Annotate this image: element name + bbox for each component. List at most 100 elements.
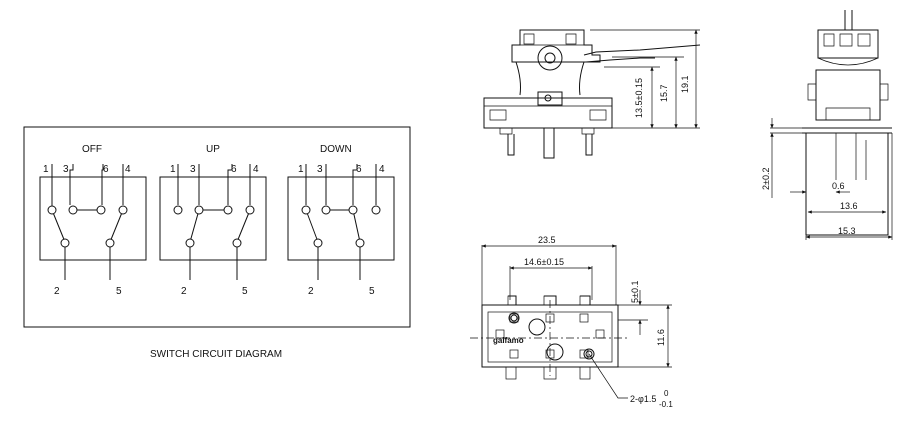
pin-label: 6 (231, 164, 237, 175)
panel-up: UP 1 3 6 4 2 5 (159, 144, 267, 297)
panel-title: DOWN (320, 144, 352, 155)
pin-label: 2 (181, 286, 187, 297)
wiring (177, 164, 251, 211)
contact-node (355, 238, 365, 248)
contact-arm (189, 209, 200, 243)
center-lines (470, 300, 630, 376)
peg-hole (510, 314, 518, 322)
circuit-diagram: OFF 1 3 6 4 2 5 UP 1 3 6 4 2 (23, 126, 411, 360)
contact-node (321, 205, 331, 215)
terminal-tab (579, 366, 591, 380)
hole-callout: 2-φ1.5 (630, 394, 656, 404)
dim-label: 15.7 (659, 84, 669, 102)
contact-node (245, 205, 255, 215)
mount-hole (546, 343, 564, 361)
dim-label: 23.5 (538, 235, 556, 245)
contact-node (60, 238, 70, 248)
base-housing (483, 97, 613, 129)
terminal-hole (579, 313, 589, 323)
peg-ring (508, 312, 520, 324)
side-inner-lines (835, 133, 867, 180)
top-housing (511, 29, 601, 63)
pin-label: 6 (103, 164, 109, 175)
actuator-hub (537, 45, 563, 71)
side-actuator (844, 10, 853, 30)
contact-node (118, 205, 128, 215)
extension-lines (481, 245, 617, 305)
hole-tol-upper: 0 (664, 389, 669, 398)
circuit-frame (23, 126, 411, 328)
contact-node (105, 238, 115, 248)
body-curves (515, 61, 585, 96)
panel-box (159, 176, 267, 261)
panel-off: OFF 1 3 6 4 2 5 (39, 144, 147, 297)
dim-label: 0.6 (832, 181, 845, 191)
bottom-view: 23.5 14.6±0.15 gaifamo (470, 235, 673, 409)
panel-box (287, 176, 395, 261)
contact-arm (352, 209, 361, 243)
panel-box (39, 176, 147, 261)
base-details (484, 105, 612, 135)
contact-node (223, 205, 233, 215)
contact-node (313, 238, 323, 248)
peg-hole (585, 350, 593, 358)
extension-lines (805, 133, 893, 240)
dim-label: 13.6 (840, 201, 858, 211)
contact-node (194, 205, 204, 215)
pin-label: 1 (43, 164, 49, 175)
contact-arm (51, 209, 66, 243)
pin-label: 4 (253, 164, 259, 175)
leads (64, 244, 111, 280)
contact-arm (236, 209, 251, 243)
pin-label: 2 (308, 286, 314, 297)
contact-node (371, 205, 381, 215)
extension-lines (600, 304, 672, 368)
lever-bottom (585, 57, 655, 63)
dim-label: 13.5±0.15 (634, 78, 644, 118)
front-view: 13.5±0.15 15.7 19.1 (483, 29, 701, 159)
center-block (537, 91, 563, 106)
terminal-hole (495, 329, 505, 339)
contact-node (173, 205, 183, 215)
wiring (305, 164, 377, 211)
pin-label: 2 (54, 286, 60, 297)
pin-label: 5 (116, 286, 122, 297)
side-top-details (817, 33, 879, 66)
dim-label: 2±0.2 (761, 168, 771, 190)
pin-label: 4 (125, 164, 131, 175)
pin-label: 1 (170, 164, 176, 175)
panel-down: DOWN 1 3 6 4 2 5 (287, 144, 395, 297)
terminal-hole (509, 349, 519, 359)
pin-label: 3 (317, 164, 323, 175)
contact-node (185, 238, 195, 248)
dim-label: 14.6±0.15 (524, 257, 564, 267)
dim-label: 19.1 (680, 75, 690, 93)
pin-label: 5 (242, 286, 248, 297)
side-view: 2±0.2 0.6 13.6 15.3 (761, 10, 893, 240)
terminal-tab (579, 295, 591, 306)
contact-arm (109, 209, 124, 243)
terminal-tab (507, 295, 517, 306)
extension-lines (770, 127, 802, 134)
side-frame (802, 127, 892, 236)
terminal-hole (509, 313, 519, 323)
panel-title: UP (206, 144, 220, 155)
contact-node (96, 205, 106, 215)
dim-label: 15.3 (838, 226, 856, 236)
peg-ring (583, 348, 595, 360)
brand-mark: gaifamo (493, 336, 524, 345)
extension-lines (509, 266, 593, 300)
contact-node (301, 205, 311, 215)
dim-label: 5±0.1 (630, 281, 640, 303)
contact-arm (305, 209, 319, 243)
dim-label: 11.6 (656, 329, 666, 346)
housing-details (520, 33, 584, 46)
contact-node (47, 205, 57, 215)
pin-label: 1 (298, 164, 304, 175)
pin-label: 5 (369, 286, 375, 297)
pin-label: 3 (63, 164, 69, 175)
hole-tol-lower: -0.1 (659, 400, 673, 409)
leader-line (588, 353, 628, 399)
top-terminal-tabs (508, 295, 591, 305)
